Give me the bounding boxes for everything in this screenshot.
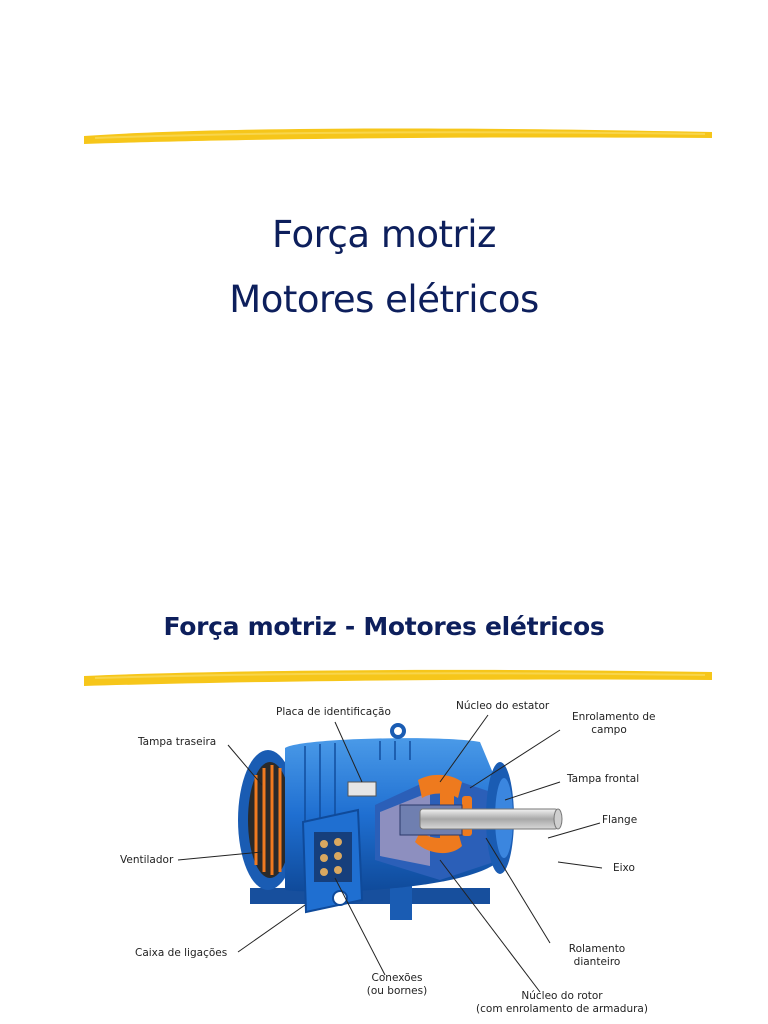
- label-rolamento-dianteiro: Rolamento dianteiro: [560, 943, 634, 969]
- label-ventilador: Ventilador: [120, 854, 174, 866]
- label-enrolamento-campo-line-1: Enrolamento de: [572, 711, 656, 723]
- label-placa-identificacao: Placa de identificação: [276, 706, 391, 718]
- label-rolamento-line-1: Rolamento: [568, 943, 626, 955]
- label-conexoes-line-2: (ou bornes): [366, 985, 428, 997]
- slide-1: Força motriz Motores elétricos: [84, 128, 712, 321]
- label-tampa-frontal: Tampa frontal: [567, 773, 640, 785]
- label-conexoes: Conexões (ou bornes): [358, 972, 436, 998]
- slide-2-title: Força motriz - Motores elétricos: [163, 612, 605, 641]
- label-eixo: Eixo: [613, 862, 635, 874]
- label-conexoes-line-1: Conexões: [371, 972, 423, 984]
- label-nucleo-rotor: Núcleo do rotor (com enrolamento de arma…: [470, 990, 654, 1016]
- slide-1-title-line-1: Força motriz: [272, 213, 496, 256]
- label-nucleo-rotor-line-2: (com enrolamento de armadura): [476, 1003, 648, 1015]
- highlighter-stroke-top: [84, 128, 712, 144]
- slide-2: Força motriz - Motores elétricos: [0, 560, 768, 1024]
- label-nucleo-estator: Núcleo do estator: [456, 700, 550, 712]
- label-nucleo-rotor-line-1: Núcleo do rotor: [521, 990, 603, 1002]
- electric-motor-cutaway-illustration: [238, 723, 563, 920]
- label-leader-lines: [177, 714, 603, 993]
- label-caixa-ligacoes: Caixa de ligações: [135, 947, 228, 959]
- label-flange: Flange: [602, 814, 638, 826]
- label-rolamento-line-2: dianteiro: [573, 956, 621, 968]
- label-enrolamento-campo-line-2: campo: [591, 724, 627, 736]
- label-tampa-traseira: Tampa traseira: [138, 736, 217, 748]
- label-enrolamento-campo: Enrolamento de campo: [572, 711, 656, 737]
- slide-1-title-line-2: Motores elétricos: [229, 278, 539, 321]
- highlighter-stroke-bottom: [84, 669, 712, 686]
